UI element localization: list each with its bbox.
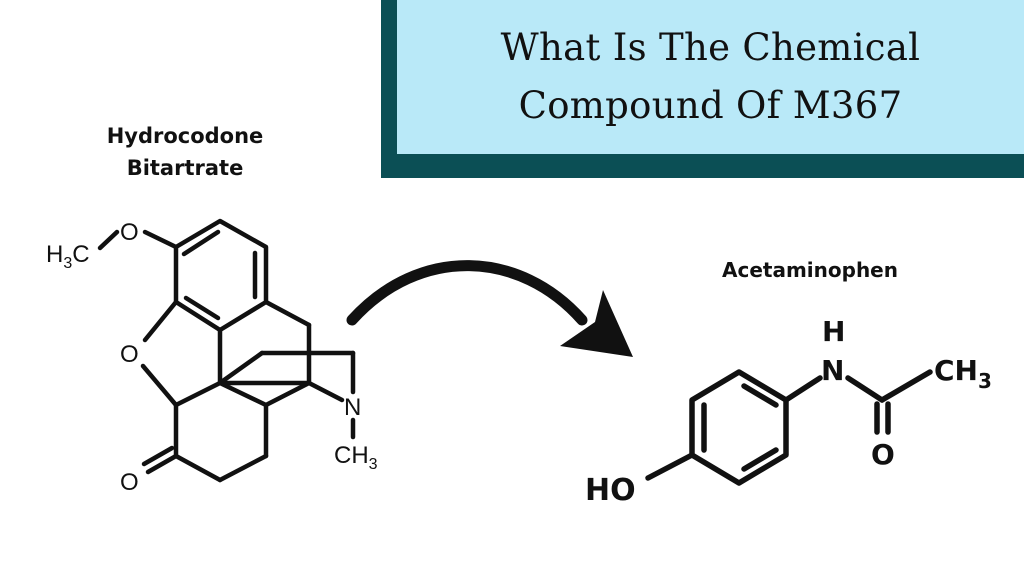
acet-ch3-label: CH3 [934, 354, 992, 393]
acet-o-atom: O [871, 438, 895, 471]
bond-c6-c7 [173, 453, 223, 483]
bond-c7-c8 [217, 453, 269, 483]
bond-ring-ch2 [263, 299, 312, 328]
n-methyl-label: CH3 [334, 442, 378, 473]
h3c-label: H3C [46, 241, 90, 272]
bond-ch-ring [263, 380, 312, 408]
arrow [346, 260, 633, 357]
ketone-oxygen: O [120, 469, 139, 496]
arrow-shaft [346, 260, 588, 326]
methoxy-oxygen: O [120, 219, 139, 246]
bond-ring-n [783, 375, 823, 403]
ketone-double-bond-1 [145, 453, 179, 475]
bond-carbonyl-ch3 [879, 369, 933, 403]
methoxy-bond-ch3 [97, 229, 120, 251]
ketone-double-bond-2 [141, 445, 175, 467]
hydrocodone-aromatic-ring [173, 218, 269, 333]
aromatic-inner-bond-3 [183, 295, 221, 321]
methoxy-bond-ring [142, 229, 179, 250]
acet-ho-label: HO [585, 473, 636, 508]
bond-quat-ch2-up [217, 350, 265, 386]
title-line-1: What Is The Chemical [500, 26, 921, 69]
acet-inner-bond-3 [741, 447, 779, 472]
acet-inner-bond-1 [741, 383, 779, 408]
bond-n-carbonyl [845, 375, 885, 403]
bond-ring-ho [645, 452, 695, 481]
nitrogen-atom: N [344, 394, 361, 421]
bond-ch-n [306, 380, 345, 403]
bond-quat-c5 [173, 380, 223, 408]
hydrocodone-name-line-2: Bitartrate [126, 156, 244, 180]
acet-n-atom: N [821, 354, 844, 387]
ring-oxygen: O [120, 341, 139, 368]
acetaminophen-name: Acetaminophen [722, 258, 898, 282]
hydrocodone-name-line-1: Hydrocodone [106, 124, 264, 148]
acetaminophen-structure [645, 369, 933, 486]
arrow-head [560, 290, 633, 357]
bond-arom-o [142, 299, 179, 343]
title-line-2: Compound Of M367 [518, 84, 903, 127]
title-banner: What Is The Chemical Compound Of M367 [381, 0, 1024, 178]
aromatic-inner-bond-1 [181, 229, 221, 257]
title-panel: What Is The Chemical Compound Of M367 [397, 0, 1024, 154]
hydrocodone-structure [97, 218, 356, 483]
bond-o-c5 [140, 363, 179, 408]
bond-c14-quat [217, 380, 269, 408]
hydrocodone-name: Hydrocodone Bitartrate [70, 120, 300, 184]
acet-h-atom: H [822, 315, 845, 348]
